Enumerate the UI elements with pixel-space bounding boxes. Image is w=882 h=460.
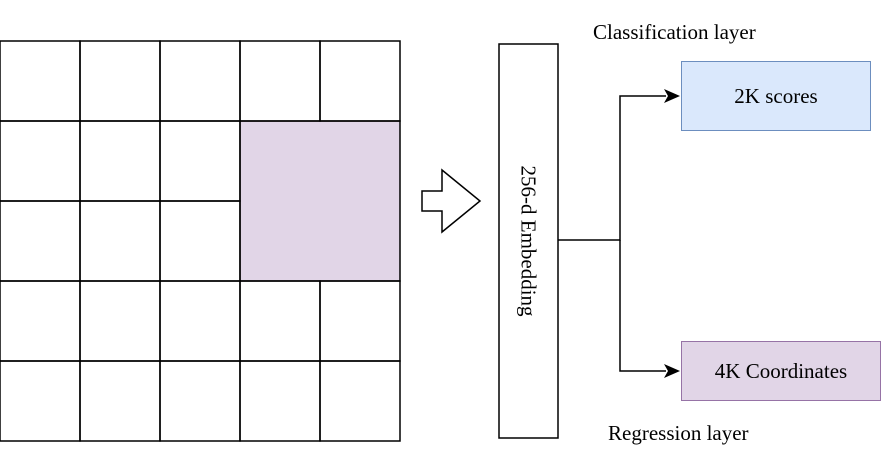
grid-cell — [79, 360, 161, 442]
grid-cell — [319, 280, 401, 362]
scores-box: 2K scores — [681, 61, 871, 131]
classification-layer-label: Classification layer — [593, 20, 756, 44]
grid-cell — [159, 360, 241, 442]
grid-cell — [79, 200, 161, 282]
embedding-box — [498, 43, 559, 439]
grid-cell — [159, 120, 241, 202]
arrowhead-coordinates-icon — [664, 364, 680, 378]
feature-map-grid — [0, 40, 401, 442]
grid-cell — [0, 120, 81, 202]
grid-cell — [159, 200, 241, 282]
highlighted-region — [240, 121, 400, 281]
grid-cell — [0, 200, 81, 282]
grid-cell — [159, 280, 241, 362]
grid-cell — [239, 40, 321, 122]
grid-cell — [0, 360, 81, 442]
grid-cell — [319, 40, 401, 122]
grid-cell — [79, 280, 161, 362]
grid-cell — [0, 280, 81, 362]
grid-cell — [0, 40, 81, 122]
embedding-label: 256-d Embedding — [516, 165, 541, 317]
grid-cell — [319, 360, 401, 442]
regression-layer-label: Regression layer — [608, 421, 749, 445]
grid-cell — [239, 280, 321, 362]
grid-cell — [79, 40, 161, 122]
coordinates-box: 4K Coordinates — [681, 341, 881, 401]
grid-cell — [239, 360, 321, 442]
grid-cell — [159, 40, 241, 122]
grid-cell — [79, 120, 161, 202]
connector-to-scores — [558, 95, 666, 241]
hollow-arrow-icon — [421, 168, 482, 234]
connector-to-coordinates — [619, 240, 666, 372]
highlighted-region-outline — [239, 120, 401, 282]
arrowhead-scores-icon — [664, 89, 680, 103]
